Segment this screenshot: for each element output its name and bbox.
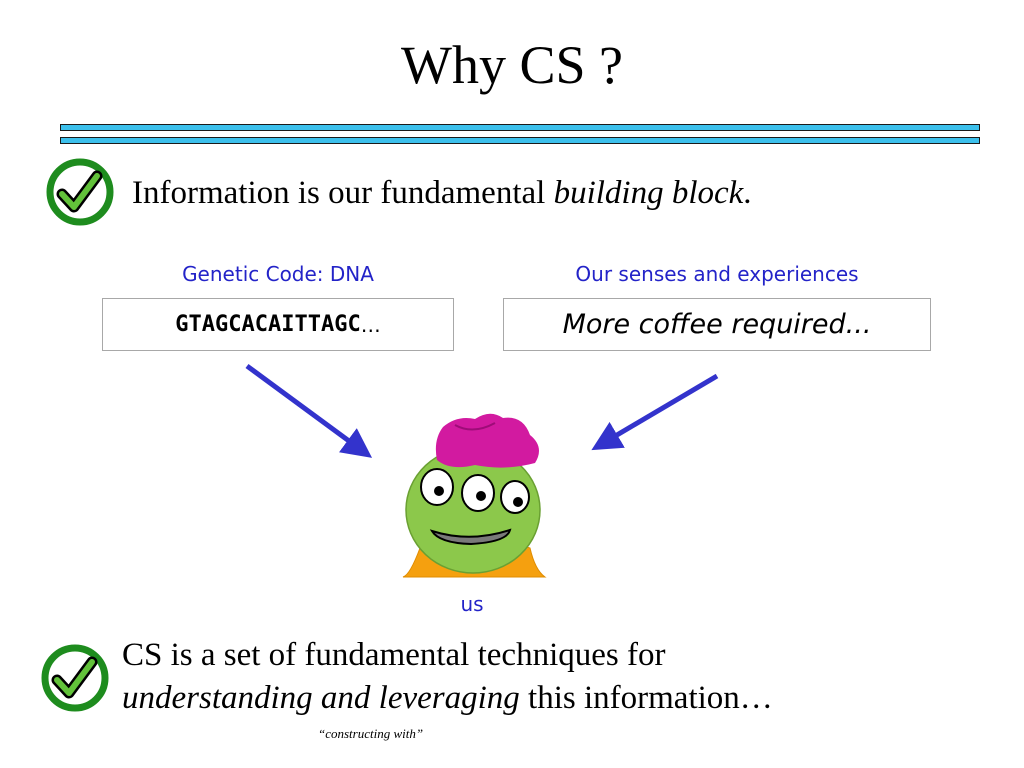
bullet-cs-definition: CS is a set of fundamental techniques fo… xyxy=(122,634,773,720)
checkmark-icon xyxy=(41,644,109,712)
dna-ellipsis: … xyxy=(360,312,381,337)
bullet-cs-line1: CS is a set of fundamental techniques fo… xyxy=(122,637,666,673)
bullet-cs-suffix: this information… xyxy=(519,679,773,716)
title-divider-bottom xyxy=(60,137,980,144)
constructing-note: “constructing with” xyxy=(318,726,424,741)
slide-title: Why CS ? xyxy=(401,35,623,95)
dna-arrow xyxy=(245,363,373,458)
creature-label: us xyxy=(460,592,484,616)
senses-arrow xyxy=(591,373,719,451)
bullet-cs-emphasis: understanding and leveraging xyxy=(122,679,520,716)
dna-sequence: GTAGCACAITTAGC xyxy=(175,312,361,337)
bullet-information-suffix: . xyxy=(743,175,752,211)
dna-box: GTAGCACAITTAGC… xyxy=(102,298,454,351)
senses-box: More coffee required... xyxy=(503,298,931,351)
checkmark-icon xyxy=(46,158,114,226)
dna-caption: Genetic Code: DNA xyxy=(182,262,374,286)
bullet-information-prefix: Information is our fundamental xyxy=(132,175,554,211)
bullet-information: Information is our fundamental building … xyxy=(132,172,752,215)
title-divider-top xyxy=(60,124,980,131)
alien-creature-icon xyxy=(402,413,547,578)
bullet-information-emphasis: building block xyxy=(553,175,744,211)
senses-caption: Our senses and experiences xyxy=(575,262,859,286)
senses-text: More coffee required... xyxy=(562,309,872,340)
